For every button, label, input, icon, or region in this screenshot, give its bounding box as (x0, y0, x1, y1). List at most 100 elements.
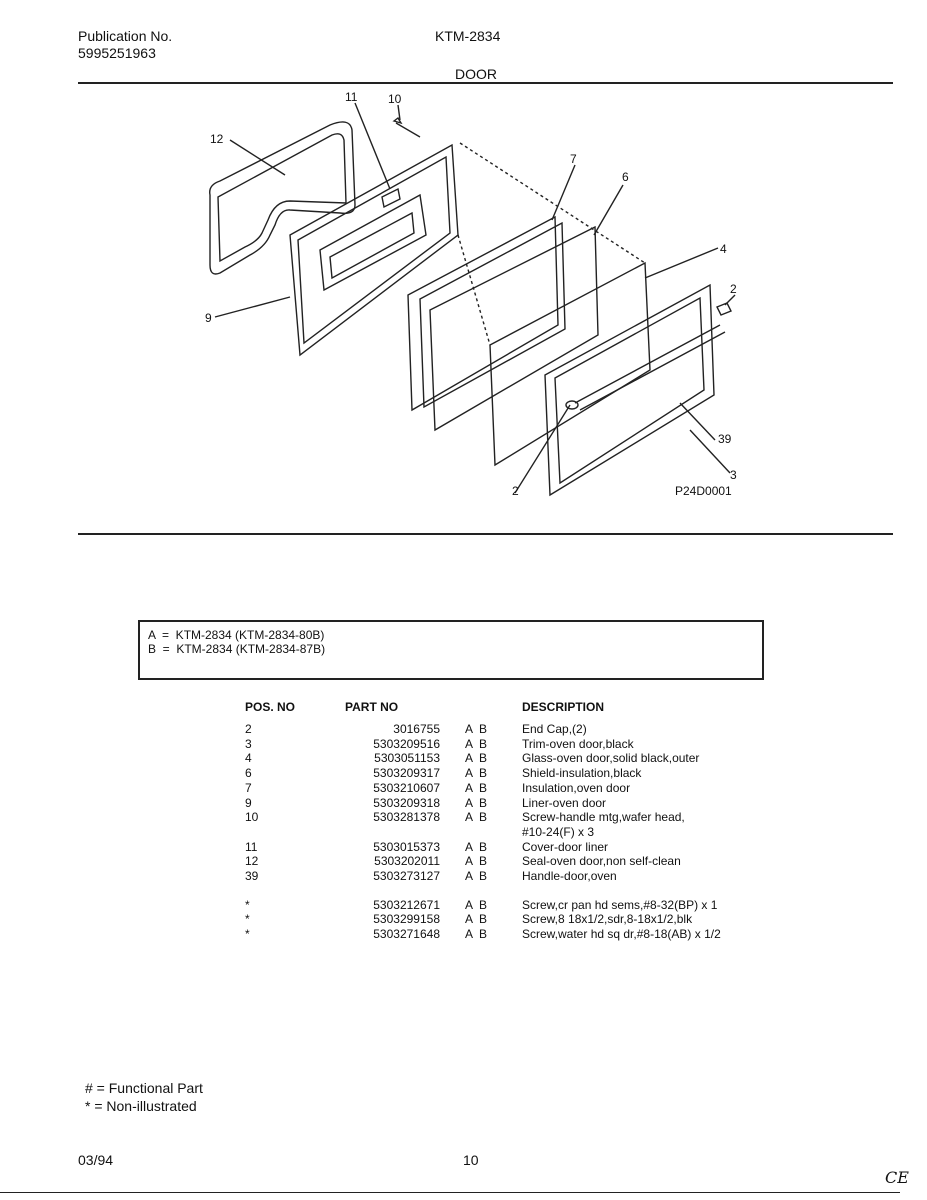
row-pos: * (245, 897, 250, 912)
table-row: 7 5303210607 A B Insulation,oven door (245, 781, 782, 796)
row-description: Screw,8 18x1/2,sdr,8-18x1/2,blk (522, 912, 693, 927)
callout-39: 39 (718, 432, 732, 446)
row-ab: A B (465, 927, 488, 942)
parts-table-header: POS. NO PART NO DESCRIPTION (245, 700, 782, 722)
row-pos: * (245, 912, 250, 927)
liner-shape (289, 143, 459, 357)
row-description: Liner-oven door (522, 795, 607, 810)
row-description: Handle-door,oven (522, 869, 617, 884)
legend-line-a: A = KTM-2834 (KTM-2834-80B) (148, 628, 325, 642)
publication-label: Publication No. (78, 28, 173, 44)
row-part-no: 5303209318 (373, 795, 440, 810)
row-description: #10-24(F) x 3 (522, 824, 595, 839)
row-part-no: 5303210607 (373, 780, 440, 795)
row-description: Seal-oven door,non self-clean (522, 854, 681, 869)
row-part-no: 5303202011 (374, 854, 440, 869)
row-part-no: 5303209317 (373, 766, 440, 781)
row-description: Cover-door liner (522, 839, 609, 854)
seal-gasket-shape (209, 121, 356, 275)
row-ab: A B (465, 780, 488, 795)
table-row: 6 5303209317 A B Shield-insulation,black (245, 766, 782, 781)
table-row: * 5303299158 A B Screw,8 18x1/2,sdr,8-18x1/… (245, 912, 782, 927)
row-pos: 39 (245, 869, 259, 884)
diagram-bottom-rule (78, 533, 893, 535)
row-description: Insulation,oven door (522, 780, 631, 795)
callout-12: 12 (210, 132, 224, 146)
callout-9: 9 (205, 311, 212, 325)
row-ab: A B (465, 795, 488, 810)
table-row: 10 5303281378 A B Screw-handle mtg,wafer he… (245, 810, 782, 825)
exploded-door-diagram: 12 11 10 7 6 4 2 9 39 3 2 P24D0001 (190, 85, 770, 515)
table-row: 2 3016755 A B End Cap,(2) (245, 722, 782, 737)
row-pos: 2 (245, 722, 252, 736)
row-pos: 12 (245, 854, 259, 869)
header-part: PART NO (345, 700, 399, 714)
trim-shape (544, 283, 715, 497)
row-part-no: 5303212671 (373, 897, 440, 912)
parts-table: POS. NO PART NO DESCRIPTION 2 3016755 A B E… (245, 700, 782, 942)
row-ab: A B (465, 766, 488, 781)
row-description: Screw,water hd sq dr,#8-18(AB) x 1/2 (522, 927, 721, 942)
row-ab: A B (465, 897, 488, 912)
figure-code: P24D0001 (675, 484, 732, 498)
non-illustrated-note: * = Non-illustrated (85, 1098, 197, 1114)
row-part-no: 5303281378 (373, 810, 440, 825)
callout-4: 4 (720, 242, 727, 256)
row-ab: A B (465, 839, 488, 854)
footer-mark: CE (885, 1168, 909, 1187)
row-ab: A B (465, 912, 488, 927)
shield-shape (429, 225, 599, 432)
row-part-no: 5303299158 (373, 912, 440, 927)
row-ab: A B (465, 722, 488, 736)
row-part-no (345, 825, 465, 840)
insulation-shape (407, 215, 559, 412)
row-pos: 9 (245, 795, 252, 810)
page-number: 10 (463, 1152, 479, 1168)
row-description: Screw-handle mtg,wafer head, (522, 810, 685, 825)
header-desc: DESCRIPTION (522, 700, 605, 714)
legend-line-b: B = KTM-2834 (KTM-2834-87B) (148, 642, 326, 656)
header-rule (78, 82, 893, 84)
row-ab (465, 825, 522, 840)
table-row: * 5303271648 A B Screw,water hd sq dr,#8-18… (245, 927, 782, 942)
callout-7: 7 (570, 152, 577, 166)
row-description: Screw,cr pan hd sems,#8-32(BP) x 1 (522, 897, 718, 912)
row-description: Shield-insulation,black (522, 766, 642, 781)
functional-note: # = Functional Part (85, 1080, 203, 1096)
row-pos: * (245, 927, 250, 942)
row-pos: 3 (245, 736, 252, 751)
row-ab: A B (465, 736, 488, 751)
table-row: 11 5303015373 A B Cover-door liner (245, 840, 782, 855)
callout-11: 11 (345, 90, 358, 104)
row-description: Trim-oven door,black (522, 736, 634, 751)
footer-rule (0, 1192, 900, 1193)
table-row: #10-24(F) x 3 (245, 825, 782, 840)
row-part-no: 5303271648 (373, 927, 440, 942)
table-row: * 5303212671 A B Screw,cr pan hd sems,#8-32… (245, 898, 782, 913)
row-ab: A B (465, 751, 488, 766)
row-pos: 6 (245, 766, 252, 781)
handle-shape (574, 324, 726, 411)
row-pos (245, 825, 345, 840)
row-description: End Cap,(2) (522, 722, 587, 736)
non-illustrated-rows: * 5303212671 A B Screw,cr pan hd sems,#8-32… (245, 898, 782, 942)
publication-number: 5995251963 (78, 45, 156, 61)
model-number: KTM-2834 (435, 28, 501, 44)
row-part-no: 5303051153 (374, 751, 440, 766)
row-part-no: 3016755 (393, 722, 440, 736)
section-title: DOOR (455, 66, 497, 82)
row-ab: A B (465, 810, 488, 825)
glass-shape (489, 261, 651, 467)
row-pos: 7 (245, 780, 252, 795)
header-ab (465, 700, 522, 722)
row-pos: 10 (245, 810, 259, 825)
header-pos: POS. NO (245, 700, 296, 714)
row-part-no: 5303273127 (373, 869, 440, 884)
row-pos: 11 (245, 839, 258, 854)
callout-6: 6 (622, 170, 629, 184)
row-part-no: 5303015373 (373, 839, 440, 854)
